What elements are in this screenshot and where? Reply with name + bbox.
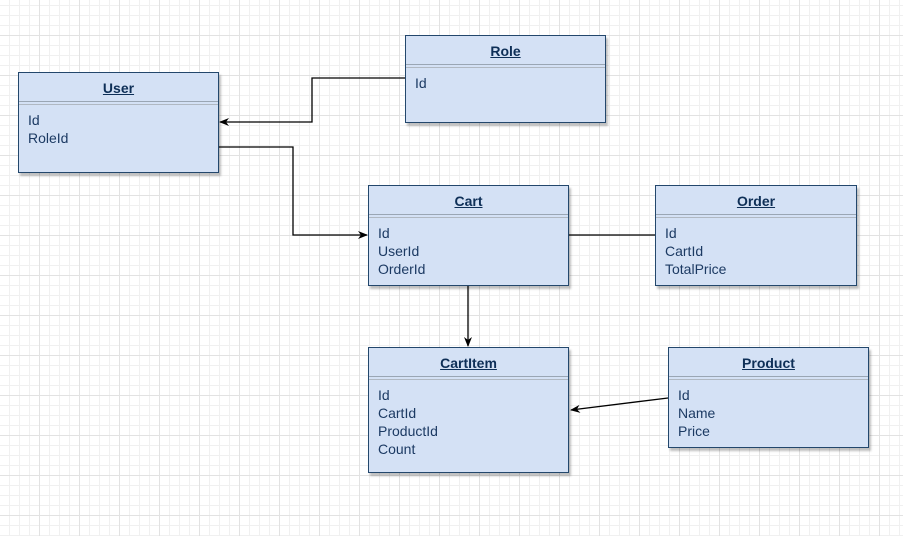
entity-field: Id [28,112,40,128]
entity-product[interactable]: Product Id Name Price [668,347,869,448]
entity-field: Id [678,387,690,403]
entity-order-fields: Id CartId TotalPrice [656,218,856,278]
entity-field: Id [665,225,677,241]
entity-cart-title: Cart [454,193,483,209]
entity-order-title: Order [736,193,776,209]
entity-field: Name [678,405,716,421]
entity-user[interactable]: User Id RoleId [18,72,219,173]
entity-role-header: Role [406,36,605,65]
entity-cart[interactable]: Cart Id UserId OrderId [368,185,569,286]
entity-field: Id [378,225,390,241]
entity-field: ProductId [378,423,438,439]
entity-cart-fields: Id UserId OrderId [369,218,568,278]
entity-user-separator [19,102,218,105]
entity-role-fields: Id [406,68,605,92]
entity-order-separator [656,215,856,218]
entity-cartitem-header: CartItem [369,348,568,377]
entity-product-fields: Id Name Price [669,380,868,440]
entity-field: RoleId [28,130,69,146]
entity-field: Id [415,75,427,91]
entity-cartitem-fields: Id CartId ProductId Count [369,380,568,458]
entity-order[interactable]: Order Id CartId TotalPrice [655,185,857,286]
entity-order-header: Order [656,186,856,215]
connector-role-user[interactable] [219,77,406,126]
entity-cartitem-title: CartItem [440,355,497,371]
entity-role-title: Role [490,43,521,59]
entity-field: UserId [378,243,420,259]
entity-field: Id [378,387,390,403]
entity-product-header: Product [669,348,868,377]
entity-user-header: User [19,73,218,102]
entity-product-title: Product [742,355,795,371]
entity-product-separator [669,377,868,380]
entity-field: Count [378,441,416,457]
entity-role-separator [406,65,605,68]
connector-user-cart[interactable] [218,146,368,239]
entity-field: CartId [378,405,417,421]
entity-cartitem-separator [369,377,568,380]
entity-role[interactable]: Role Id [405,35,606,123]
entity-field: Price [678,423,710,439]
entity-cartitem[interactable]: CartItem Id CartId ProductId Count [368,347,569,473]
entity-user-title: User [102,80,135,96]
entity-field: TotalPrice [665,261,727,277]
entity-user-fields: Id RoleId [19,105,218,147]
entity-field: OrderId [378,261,426,277]
entity-cart-separator [369,215,568,218]
connector-product-cartitem[interactable] [570,397,669,413]
entity-field: CartId [665,243,704,259]
entity-cart-header: Cart [369,186,568,215]
